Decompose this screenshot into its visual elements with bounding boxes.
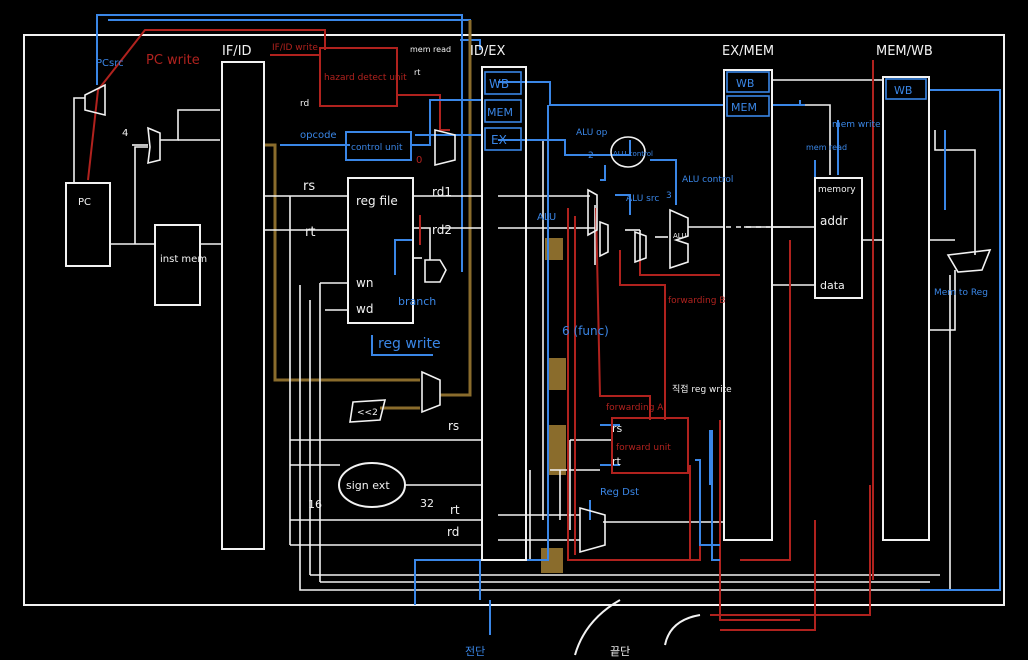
mem-read-label: mem read — [410, 45, 451, 54]
hazard-unit-label: hazard detect unit — [324, 73, 407, 83]
ex-mem-register — [723, 69, 773, 541]
mem-read-label-2: mem read — [806, 143, 847, 152]
pc-branch-mux — [421, 370, 441, 414]
outer-frame — [23, 34, 1005, 606]
stage-label-id-ex: ID/EX — [470, 44, 505, 59]
branch-and-gate — [424, 259, 447, 283]
pc-adder — [147, 126, 161, 165]
sign-ext-label: sign ext — [346, 479, 390, 492]
forwarding-b-label: forwarding B — [668, 296, 725, 306]
gold-wires — [265, 20, 566, 573]
reg-write-label: reg write — [378, 336, 441, 352]
alu-src-mux — [634, 230, 647, 264]
stage-label-mem-wb: MEM/WB — [876, 44, 933, 59]
rd-bits-label: rd — [300, 99, 309, 109]
control-unit-label: control unit — [351, 143, 403, 153]
field-wb2-label: WB — [736, 77, 754, 90]
alu-unit — [669, 208, 689, 270]
mem-to-reg-label: Mem to Reg — [934, 288, 988, 298]
pc-src-mux — [84, 83, 106, 117]
ex-mem-mem-field — [726, 95, 770, 117]
field-mem2-label: MEM — [731, 101, 757, 114]
field-wb-label: WB — [489, 77, 509, 91]
data-memory-label: memory — [818, 185, 856, 195]
control-zero-mux — [434, 128, 456, 167]
hazard-detect-unit — [319, 47, 398, 107]
mem-wb-wb-field — [885, 78, 927, 100]
reg-dst-mux — [579, 506, 606, 554]
three-label: 3 — [666, 191, 672, 201]
wd-label: wd — [356, 302, 373, 316]
opcode-label: opcode — [300, 130, 337, 141]
pcsrc-label: PCsrc — [96, 58, 124, 69]
wn-label: wn — [356, 276, 373, 290]
id-ex-ex-field — [484, 127, 522, 151]
rd1-label: rd1 — [432, 185, 452, 199]
data-label: data — [820, 279, 845, 292]
field-ex-label: EX — [491, 133, 507, 147]
mem-to-reg-mux — [946, 249, 992, 273]
forwarding-unit-label: forward unit — [616, 443, 671, 453]
branch-label: branch — [398, 295, 436, 308]
red-wires — [87, 29, 874, 631]
forward-a-mux — [587, 188, 598, 237]
shift-label: <<2 — [357, 408, 378, 418]
thirtytwo-label: 32 — [420, 497, 434, 510]
bottom-left-note: 전단 — [465, 645, 485, 658]
alu-control-unit — [610, 136, 646, 168]
ex-rt-label: rt — [450, 503, 460, 517]
ex-mem-wb-field — [726, 71, 770, 93]
reg-file-box — [347, 177, 414, 324]
alu-src-label: ALU src — [626, 194, 659, 204]
ex-rd-label: rd — [447, 525, 459, 539]
id-ex-wb-field — [484, 71, 522, 95]
mem-wb-register — [882, 76, 930, 541]
rs-label: rs — [303, 179, 315, 194]
field-mem-label: MEM — [487, 106, 513, 119]
stage-label-ex-mem: EX/MEM — [722, 44, 774, 59]
zero-label: 0 — [416, 155, 422, 166]
bottom-mid-note: 끝단 — [610, 645, 630, 658]
sixteen-label: 16 — [308, 498, 322, 511]
four-const: 4 — [122, 128, 128, 139]
field-wb3-label: WB — [894, 84, 912, 97]
pc-box — [65, 182, 111, 267]
shift-left-2 — [349, 399, 387, 423]
fwd-rs-label: rs — [612, 422, 623, 435]
pc-label: PC — [78, 197, 91, 208]
forwarding-a-label: forwarding A — [606, 403, 664, 413]
reg-dst-label: Reg Dst — [600, 487, 639, 498]
id-ex-register — [481, 66, 527, 561]
control-unit-box — [345, 131, 412, 161]
inst-mem-label: inst mem — [160, 254, 207, 265]
if-id-register — [221, 61, 265, 550]
bottom-arrows — [574, 599, 701, 656]
data-memory-box — [814, 177, 863, 299]
ifid-write-label: IF/ID write — [272, 43, 318, 53]
alu-op-label: ALU op — [576, 128, 608, 138]
mem-write-label: mem write — [832, 120, 881, 130]
alu-label: ALU — [673, 232, 686, 240]
forwarding-unit — [611, 417, 689, 474]
addr-label: addr — [820, 214, 848, 228]
fwd-rt-label: rt — [612, 455, 622, 468]
alu-control-signal-label: ALU control — [682, 175, 733, 185]
rt-label: rt — [305, 225, 315, 240]
reg-file-label: reg file — [356, 194, 398, 208]
pc-write-label: PC write — [146, 53, 200, 68]
inst-mem-box — [154, 224, 201, 306]
rt-tag-label: rt — [414, 68, 420, 77]
two-label: 2 — [588, 151, 594, 161]
forward-b-mux — [599, 220, 609, 258]
func-label: 6 (func) — [562, 324, 609, 338]
sign-ext-unit — [338, 462, 406, 508]
stage-label-if-id: IF/ID — [222, 44, 252, 59]
rd2-label: rd2 — [432, 223, 452, 237]
id-ex-mem-field — [484, 99, 522, 123]
alu-control-label: ALU control — [613, 150, 653, 158]
alu-side-label: ALU — [537, 212, 556, 223]
ex-rs-label: rs — [448, 419, 459, 433]
regwrite-tag-label: 직접 reg write — [672, 383, 732, 395]
